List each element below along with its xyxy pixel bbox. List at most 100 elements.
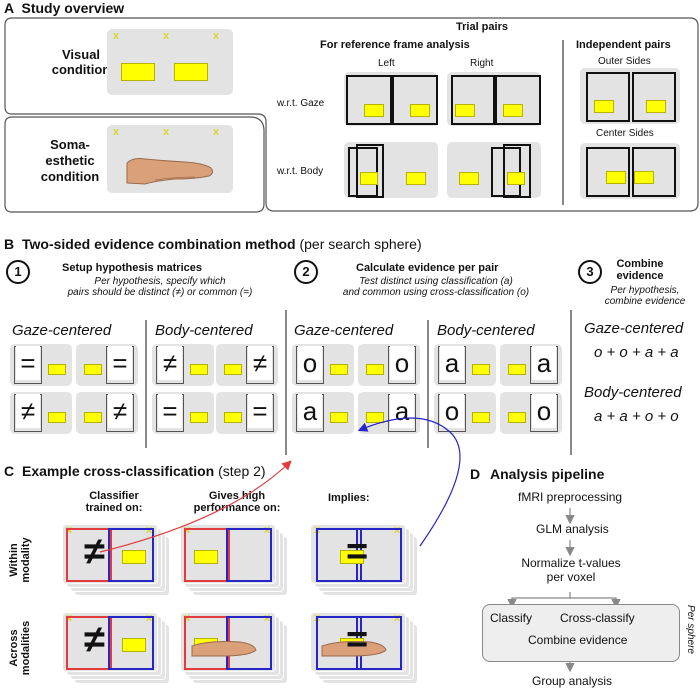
- trial-pair-gaze-left: [344, 72, 438, 126]
- gaze-formula: o + o + a + a: [594, 344, 679, 361]
- evidence-cell: =: [10, 344, 72, 386]
- evidence-symbol: ≠: [248, 346, 272, 380]
- step3-number: 3: [578, 260, 602, 284]
- normalize-line2: per voxel: [546, 570, 596, 584]
- panel-b-letter: B: [4, 236, 15, 252]
- pipeline-glm-analysis: GLM analysis: [536, 522, 609, 536]
- relation-symbol: =: [346, 619, 369, 661]
- step3-title: Combine evidence: [610, 258, 670, 282]
- trial-pair-body-left: [344, 142, 438, 198]
- somaesthetic-condition-label: Soma- esthetic condition: [34, 137, 106, 185]
- evidence-symbol: ≠: [108, 394, 132, 428]
- evidence-gaze-centered-title: Gaze-centered: [294, 322, 394, 339]
- body-formula: a + a + o + o: [594, 408, 679, 425]
- outer-sides-label: Outer Sides: [598, 56, 651, 67]
- panel-c-title: Example cross-classification: [22, 463, 215, 479]
- panel-b-separators: [145, 310, 572, 455]
- evidence-symbol: =: [16, 346, 40, 380]
- panel-d-title: Analysis pipeline: [490, 466, 605, 482]
- x-marker: x: [163, 126, 170, 138]
- center-sides-label: Center Sides: [596, 128, 654, 139]
- trial-pairs-label: Trial pairs: [456, 21, 508, 33]
- evidence-symbol: =: [108, 346, 132, 380]
- evidence-symbol: o: [532, 394, 556, 428]
- pipeline-combine-evidence: Combine evidence: [528, 633, 628, 647]
- red-arrow: [99, 460, 292, 553]
- pipeline-fmri-preprocessing: fMRI preprocessing: [518, 490, 623, 504]
- hand-icon: [126, 158, 214, 185]
- step3-desc-line2: combine evidence: [604, 296, 686, 307]
- pipeline-cross-classify: Cross-classify: [560, 611, 635, 625]
- col1-line2: trained on:: [85, 502, 143, 514]
- visual-label-line2: condition: [51, 62, 111, 77]
- colored-frames: x x =: [310, 612, 404, 670]
- x-marker: x: [113, 30, 120, 42]
- evidence-cell: ≠: [76, 392, 138, 434]
- colored-frames: x x: [180, 524, 274, 582]
- combine-body-centered-title: Body-centered: [584, 384, 682, 401]
- evidence-symbol: ≠: [158, 346, 182, 380]
- evidence-cell: =: [76, 344, 138, 386]
- soma-label-line3: condition: [40, 169, 100, 184]
- evidence-symbol: =: [248, 394, 272, 428]
- evidence-symbol: ≠: [16, 394, 40, 428]
- step1-desc-line2: pairs should be distinct (≠) or common (…: [67, 287, 253, 298]
- x-marker: x: [113, 126, 120, 138]
- combine-gaze-centered-title: Gaze-centered: [584, 320, 684, 337]
- panel-d-letter: D: [470, 466, 481, 482]
- evidence-cell: =: [152, 392, 214, 434]
- hyp-gaze-centered-title: Gaze-centered: [12, 322, 112, 339]
- trial-pair-body-right: [447, 142, 541, 198]
- panel-a-heading: A Study overview: [4, 0, 124, 16]
- reference-frame-label: For reference frame analysis: [320, 39, 470, 51]
- colored-frames: x x: [180, 612, 274, 670]
- step1-desc-line1: Per hypothesis, specify which: [94, 276, 226, 287]
- col-gives-high: Gives high performance on:: [182, 490, 292, 514]
- panel-b-title: Two-sided evidence combination method: [22, 236, 296, 252]
- evidence-body-centered-title: Body-centered: [437, 322, 535, 339]
- evidence-cell: o: [292, 344, 354, 386]
- evidence-cell: o: [358, 344, 420, 386]
- col-classifier-trained: Classifier trained on:: [72, 490, 156, 514]
- trial-pair-center-sides: [580, 143, 680, 199]
- trial-pair-outer-sides: [580, 68, 680, 124]
- evidence-symbol: a: [532, 346, 556, 380]
- panel-a-letter: A: [4, 0, 14, 16]
- evidence-symbol: a: [298, 394, 322, 428]
- evidence-cell: a: [434, 344, 496, 386]
- step1-description: Per hypothesis, specify which pairs shou…: [40, 276, 280, 298]
- relation-symbol: ≠: [84, 619, 105, 661]
- evidence-symbol: o: [390, 346, 414, 380]
- step1-title: Setup hypothesis matrices: [62, 262, 202, 274]
- panel-c-heading: C Example cross-classification (step 2): [4, 463, 266, 479]
- col2-line2: performance on:: [193, 502, 281, 514]
- visual-label-line1: Visual: [61, 47, 101, 62]
- panel-d-heading: D Analysis pipeline: [470, 466, 604, 482]
- step2-number: 2: [294, 260, 318, 284]
- step2-desc-line1: Test distinct using classification (a): [359, 276, 513, 287]
- wrt-body-label: w.r.t. Body: [277, 166, 324, 177]
- step2-title: Calculate evidence per pair: [356, 262, 499, 274]
- per-sphere-label: Per sphere: [680, 605, 696, 656]
- soma-label-line2: esthetic: [45, 153, 95, 168]
- pipeline-normalize: Normalize t-values per voxel: [516, 556, 626, 584]
- pipeline-classify: Classify: [490, 611, 533, 625]
- col1-line1: Classifier: [89, 490, 139, 502]
- x-marker: x: [163, 30, 170, 42]
- right-label: Right: [470, 58, 494, 69]
- evidence-cell: a: [500, 344, 562, 386]
- visual-condition-panel: x x x: [107, 29, 233, 95]
- panel-b-subtitle: (per search sphere): [299, 236, 422, 252]
- blue-arrow: [357, 417, 461, 547]
- yellow-target: [174, 63, 208, 81]
- colored-frames: x x ≠: [62, 612, 156, 670]
- visual-condition-label: Visual condition: [49, 47, 113, 77]
- panel-a-outlines: [4, 17, 699, 213]
- panel-b-heading: B Two-sided evidence combination method …: [4, 236, 422, 252]
- colored-frames: x x =: [310, 524, 404, 582]
- colored-frames: x x ≠: [62, 524, 156, 582]
- evidence-symbol: a: [440, 346, 464, 380]
- relation-symbol: ≠: [84, 531, 105, 573]
- per-sphere-box: [482, 604, 680, 662]
- evidence-cell: =: [216, 392, 278, 434]
